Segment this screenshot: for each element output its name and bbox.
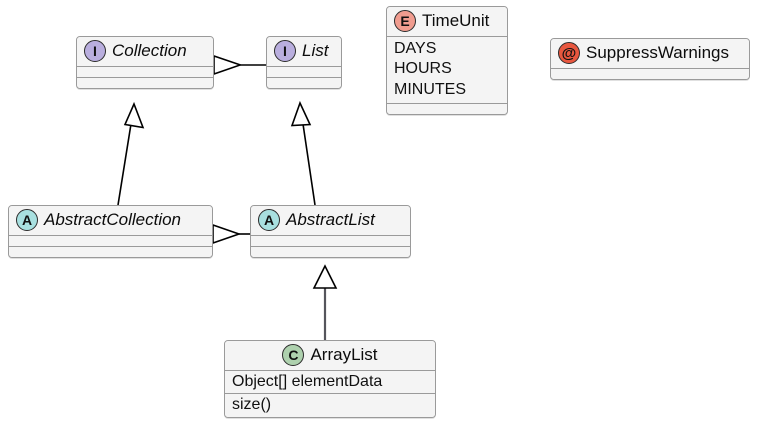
enum-constant: MINUTES [394,80,466,98]
node-title: AbstractCollection [44,210,182,230]
methods-compartment [387,103,507,115]
edge-abstractlist-to-list [290,100,316,206]
uml-node-collection[interactable]: I Collection [76,36,214,89]
interface-icon: I [274,40,296,62]
node-title: List [302,41,329,61]
enum-constant: DAYS [394,40,437,57]
fields-compartment [267,66,341,77]
methods-compartment: size() [225,393,435,417]
fields-compartment: Object[] elementData [225,370,435,394]
node-header: E TimeUnit [387,7,507,36]
node-header: C ArrayList [225,341,435,370]
edge-arraylist-to-abstractlist [312,264,338,340]
class-icon: C [282,344,305,366]
node-header: A AbstractCollection [9,206,212,235]
edge-abstractlist-to-abstractcollection [212,223,250,245]
uml-node-abstractcollection[interactable]: A AbstractCollection [8,205,213,258]
enum-constants-compartment: DAYS HOURS MINUTES [387,36,507,104]
uml-node-abstractlist[interactable]: A AbstractList [250,205,411,258]
members-compartment [551,68,749,79]
abstract-class-icon: A [16,209,38,231]
uml-node-timeunit[interactable]: E TimeUnit DAYS HOURS MINUTES [386,6,508,116]
field-row: Object[] elementData [232,373,383,390]
annotation-icon: @ [558,42,580,64]
methods-compartment [251,246,410,257]
node-title: Collection [112,41,187,61]
node-title: TimeUnit [422,11,490,31]
fields-compartment [77,66,213,77]
enum-constant: HOURS [394,60,452,78]
methods-compartment [77,77,213,88]
node-title: SuppressWarnings [586,43,729,63]
uml-node-list[interactable]: I List [266,36,342,89]
abstract-class-icon: A [258,209,280,231]
methods-compartment [9,246,212,257]
method-row: size() [232,396,272,414]
node-header: I List [267,37,341,66]
edge-list-to-collection [213,54,266,76]
node-header: @ SuppressWarnings [551,39,749,68]
fields-compartment [9,235,212,246]
node-title: AbstractList [286,210,375,230]
enum-icon: E [394,10,416,32]
uml-node-suppresswarnings[interactable]: @ SuppressWarnings [550,38,750,80]
node-title: ArrayList [310,345,378,365]
node-header: I Collection [77,37,213,66]
fields-compartment [251,235,410,246]
node-header: A AbstractList [251,206,410,235]
interface-icon: I [84,40,106,62]
uml-node-arraylist[interactable]: C ArrayList Object[] elementData size() [224,340,436,418]
methods-compartment [267,77,341,88]
edge-abstractcollection-to-collection [117,101,145,206]
